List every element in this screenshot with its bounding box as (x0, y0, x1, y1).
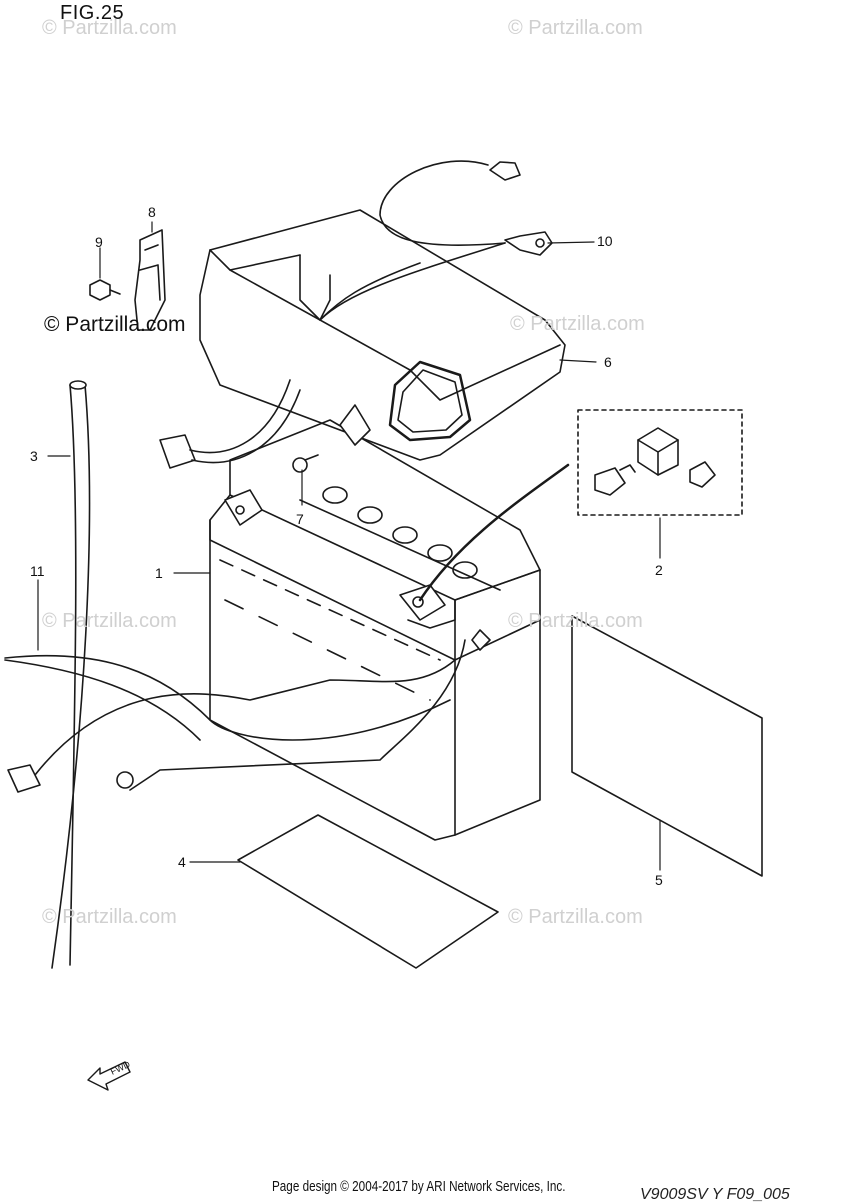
fwd-arrow-icon (87, 1061, 131, 1091)
drawing-code: V9009SV Y F09_005 (640, 1186, 790, 1203)
pad-part-4 (237, 814, 499, 969)
callout-10: 10 (597, 233, 613, 249)
watermark: © Partzilla.com (510, 313, 645, 335)
callout-9: 9 (95, 234, 103, 250)
callout-4: 4 (178, 854, 186, 870)
watermark: © Partzilla.com (508, 17, 643, 39)
figure-label: FIG.25 (60, 2, 125, 24)
leader-lines (37, 221, 661, 871)
bolt-part-9 (89, 279, 121, 301)
breather-hose-part-3 (51, 380, 91, 969)
callout-2: 2 (655, 562, 663, 578)
pad-part-5 (571, 615, 763, 877)
callout-8: 8 (148, 204, 156, 220)
terminal-lead (159, 379, 570, 602)
callout-5: 5 (655, 872, 663, 888)
watermark: © Partzilla.com (508, 906, 643, 928)
callout-6: 6 (604, 354, 612, 370)
bracket-part-8 (134, 229, 166, 331)
page-footer: Page design © 2004-2017 by ARI Network S… (272, 1178, 566, 1195)
watermark: © Partzilla.com (42, 610, 177, 632)
bolt-set-part-2 (577, 409, 743, 516)
watermark: © Partzilla.com (42, 906, 177, 928)
screw-part-7 (292, 454, 319, 473)
wire-harness-part-11 (4, 629, 491, 793)
watermark-dark: © Partzilla.com (44, 313, 186, 336)
watermark: © Partzilla.com (42, 17, 177, 39)
battery-cover-part-6 (199, 209, 566, 461)
watermark: © Partzilla.com (508, 610, 643, 632)
lead-wire-part-10 (319, 160, 553, 321)
callout-7: 7 (296, 511, 304, 527)
battery-part-1 (209, 419, 541, 841)
callout-11: 11 (30, 563, 45, 579)
callout-3: 3 (30, 448, 38, 464)
callout-1: 1 (155, 565, 163, 581)
